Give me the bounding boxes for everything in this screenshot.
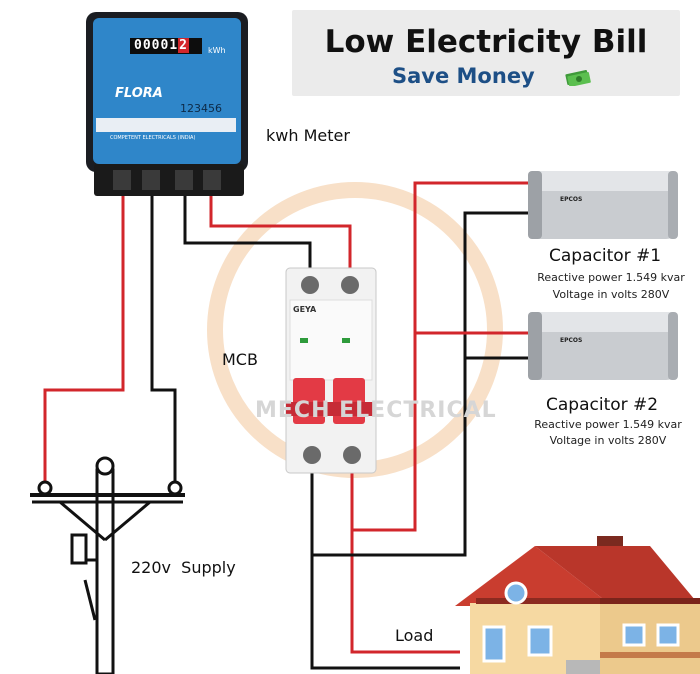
house-icon [455,536,700,674]
mcb-bottom-screw-left [303,446,321,464]
page-subtitle: Save Money [392,64,535,88]
kwh-meter [86,12,248,196]
meter-maker: COMPETENT ELECTRICALS (INDIA) [110,135,196,141]
capacitor-1-name: Capacitor #1 [549,246,662,266]
capacitor-2-reactive-power: Reactive power 1.549 kvar [534,418,682,431]
meter-digit: 1 [169,38,179,53]
meter-unit: kWh [208,46,226,55]
house-round-window [504,581,528,605]
title-banner: Low Electricity Bill Save Money [292,10,680,96]
meter-to-mcb-neutral [183,190,312,285]
cap1-live-wire [352,181,530,532]
page-title: Low Electricity Bill [324,24,648,60]
supply-label: 220v Supply [131,558,236,577]
capacitor-1-reactive-power: Reactive power 1.549 kvar [537,271,685,284]
meter-digit: 0 [142,38,152,53]
meter-digit: 2 [178,38,189,53]
mcb-top-screw-left [301,276,319,294]
mcb-to-load-live [350,455,460,654]
supply-live-wire [43,180,125,488]
capacitor-1-brand: EPCOS [560,196,583,203]
meter-reading: 000012 [134,38,189,53]
meter-digit: 0 [134,38,143,53]
meter-digit: 0 [160,38,170,53]
watermark-text: MECH ELECTRICAL [255,398,497,423]
mcb-to-load-neutral [310,455,460,670]
mcb-breaker [285,267,377,474]
supply-neutral-wire [150,180,177,488]
meter-to-mcb-live [209,190,352,285]
load-label: Load [395,626,434,645]
capacitor-2 [528,312,678,380]
meter-brand: FLORA [115,86,163,101]
utility-pole-icon [30,456,185,674]
meter-serial: 123456 [180,102,222,115]
meter-label: kwh Meter [266,126,350,145]
mcb-brand: GEYA [293,305,317,314]
capacitor-2-name: Capacitor #2 [546,395,659,415]
mcb-top-screw-right [341,276,359,294]
capacitor-2-voltage: Voltage in volts 280V [549,434,667,447]
mcb-label: MCB [222,350,258,369]
capacitor-2-brand: EPCOS [560,337,583,344]
cap1-neutral-wire [312,211,530,557]
mcb-bottom-screw-right [343,446,361,464]
capacitor-1-voltage: Voltage in volts 280V [552,288,670,301]
capacitor-1 [528,171,678,239]
meter-digit: 0 [151,38,161,53]
money-icon [565,70,591,86]
